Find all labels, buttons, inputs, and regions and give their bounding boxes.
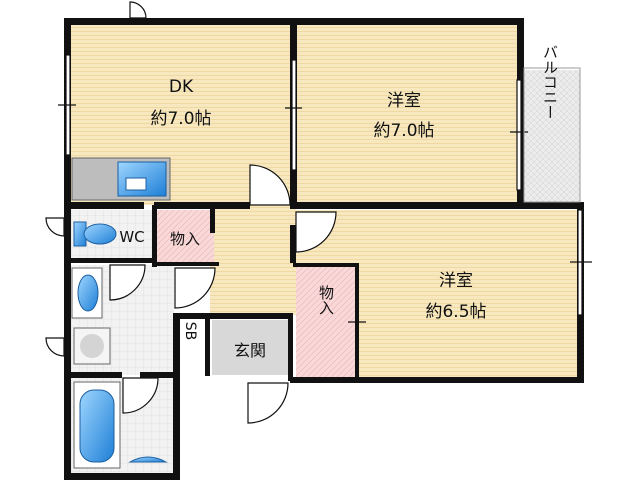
western1-floor: [296, 25, 520, 203]
wc-name: WC: [119, 228, 144, 246]
western1-name: 洋室: [387, 91, 421, 111]
bathtub-fixture: [73, 381, 168, 469]
toilet-fixture: [73, 221, 117, 247]
shoebox-floor: [178, 322, 208, 375]
doors: [45, 1, 337, 424]
closet2-name: 物入: [317, 285, 335, 315]
closet2-floor: [296, 265, 358, 377]
balcony-outline: [523, 67, 581, 203]
closet1-floor: [156, 210, 214, 265]
entrance-floor: [212, 320, 292, 375]
balcony-name: バルコニー: [541, 45, 559, 120]
entrance-name: 玄関: [234, 341, 266, 360]
dk-name: DK: [169, 77, 194, 97]
windows: [58, 54, 592, 323]
kitchen-counter: [71, 157, 171, 201]
western1-size: 約7.0帖: [373, 121, 434, 141]
washbasin-fixture: [71, 267, 103, 319]
closet1-name: 物入: [170, 230, 200, 248]
hall-floor: [210, 205, 296, 315]
shoebox-name: SB: [182, 322, 198, 341]
dk-size: 約7.0帖: [150, 109, 211, 129]
washing-machine-fixture: [73, 327, 111, 365]
western2-size: 約6.5帖: [425, 302, 486, 322]
western2-name: 洋室: [439, 271, 473, 291]
balcony-floor: [524, 70, 580, 202]
